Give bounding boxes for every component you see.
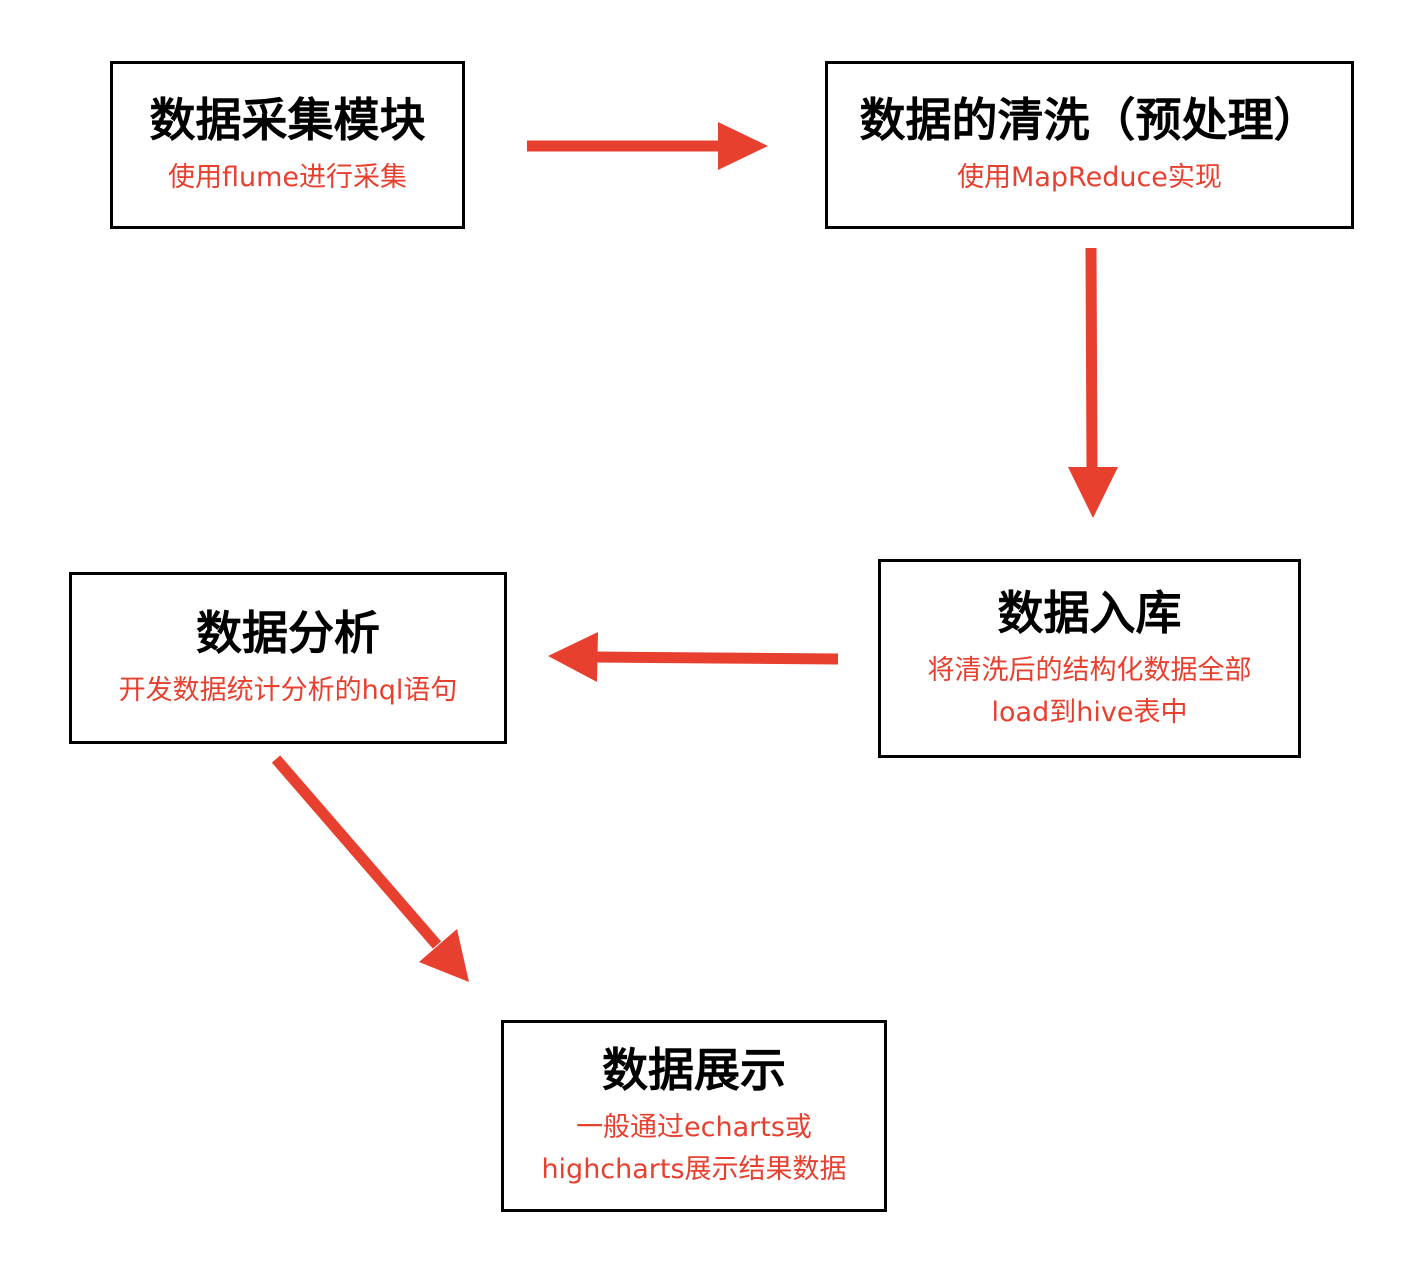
node-description-line: 开发数据统计分析的hql语句: [118, 675, 458, 706]
node-title: 数据的清洗（预处理）: [859, 93, 1320, 147]
arrow-analyze-to-display: [271, 755, 469, 982]
node-description-line: 使用MapReduce实现: [957, 162, 1222, 193]
node-data-cleaning: 数据的清洗（预处理） 使用MapReduce实现: [825, 61, 1354, 229]
node-data-collection: 数据采集模块 使用flume进行采集: [110, 61, 465, 229]
node-title: 数据采集模块: [149, 93, 426, 147]
node-description-line: 将清洗后的结构化数据全部: [927, 654, 1252, 686]
node-description-line: 使用flume进行采集: [167, 162, 408, 193]
node-title: 数据入库: [997, 585, 1182, 640]
arrow-load-to-analyze: [548, 632, 839, 682]
node-description: 使用flume进行采集: [168, 157, 407, 199]
node-description: 将清洗后的结构化数据全部 load到hive表中: [928, 650, 1252, 734]
arrow-clean-to-load: [1068, 247, 1118, 518]
node-data-warehousing: 数据入库 将清洗后的结构化数据全部 load到hive表中: [878, 559, 1301, 758]
node-description: 一般通过echarts或 highcharts展示结果数据: [541, 1107, 846, 1191]
arrow-collect-to-clean: [527, 122, 768, 170]
node-description-line: 一般通过echarts或: [576, 1112, 812, 1143]
node-title: 数据分析: [196, 606, 380, 660]
node-data-analysis: 数据分析 开发数据统计分析的hql语句: [69, 572, 507, 744]
node-description-line: load到hive表中: [991, 696, 1188, 728]
node-description: 开发数据统计分析的hql语句: [119, 670, 458, 712]
node-description-line: highcharts展示结果数据: [541, 1154, 847, 1185]
node-description: 使用MapReduce实现: [957, 157, 1222, 199]
node-title: 数据展示: [602, 1043, 786, 1097]
node-data-display: 数据展示 一般通过echarts或 highcharts展示结果数据: [501, 1020, 887, 1212]
